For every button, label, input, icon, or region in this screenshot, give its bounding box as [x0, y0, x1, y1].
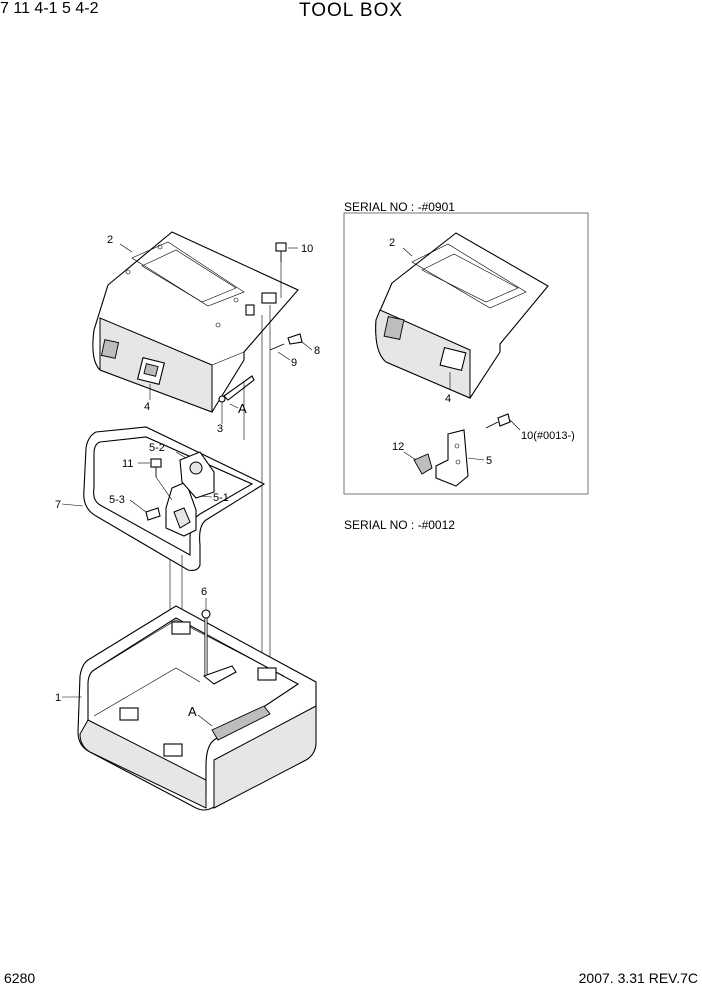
inset1-label-2: 2 [389, 237, 395, 249]
inset2-label-11: 11 [13, 0, 30, 17]
serial-label-2: SERIAL NO : -#0012 [344, 518, 455, 532]
label-5-2: 5-2 [149, 442, 165, 454]
label-8: 8 [314, 345, 320, 357]
bolt-5-3: 5-3 [109, 494, 161, 521]
inset1-label-12: 12 [392, 441, 404, 453]
page-number: 6280 [4, 970, 36, 986]
label-a-top: A [238, 401, 247, 416]
pin-8: 8 [287, 333, 320, 357]
gas-spring-6: 6 [201, 586, 237, 685]
inset1-label-4: 4 [445, 393, 451, 405]
inset2-label-4-1: 4-1 [34, 0, 58, 17]
serial-label-1: SERIAL NO : -#0901 [344, 200, 455, 214]
label-5-1: 5-1 [213, 492, 229, 504]
label-3: 3 [217, 423, 223, 435]
label-6: 6 [201, 586, 207, 598]
inset2-label-7: 7 [0, 0, 9, 17]
label-2: 2 [107, 234, 113, 246]
inset1-label-5: 5 [486, 455, 492, 467]
base-1: 1 A [55, 605, 317, 811]
label-7: 7 [55, 499, 61, 511]
inset-2-washer: 4-2 [75, 0, 98, 17]
inset2-label-5: 5 [62, 0, 71, 17]
inset-1-bolt: 10(#0013-) [485, 413, 575, 442]
cotter-9: 9 [269, 343, 297, 369]
label-10: 10 [301, 243, 313, 255]
inset-1-clip: 12 [392, 441, 433, 475]
bolt-11: 11 [122, 458, 162, 477]
bracket-5-1: 5-1 [165, 481, 229, 537]
bracket-5-2: 5-2 [149, 442, 215, 499]
page-title: TOOL BOX [298, 0, 404, 21]
revision-date: 2007. 3.31 REV.7C [578, 970, 698, 986]
top-cover [92, 231, 299, 413]
inset-2-bracket: 5 [62, 0, 75, 17]
label-9: 9 [291, 357, 297, 369]
inset1-label-10: 10(#0013-) [521, 430, 575, 442]
label-a-bottom: A [188, 704, 197, 719]
inset-2-bolt: 11 [13, 0, 34, 17]
label-11: 11 [122, 458, 133, 470]
bolt-10: 10 [275, 242, 313, 262]
inset-1-cover: 2 4 [375, 232, 549, 405]
inset2-label-4-2: 4-2 [75, 0, 99, 17]
inset-1-frame [343, 212, 589, 495]
inset-2-clamp: 4-1 [34, 0, 62, 17]
label-4: 4 [144, 401, 150, 413]
inset-2-frame-part: 7 [0, 0, 13, 17]
rail-a [211, 705, 271, 741]
hinge-plate [261, 292, 277, 304]
inset-1-bracket: 5 [435, 429, 492, 487]
label-1: 1 [55, 692, 61, 704]
rod-3: 3 A [217, 375, 255, 435]
label-5-3: 5-3 [109, 494, 125, 506]
